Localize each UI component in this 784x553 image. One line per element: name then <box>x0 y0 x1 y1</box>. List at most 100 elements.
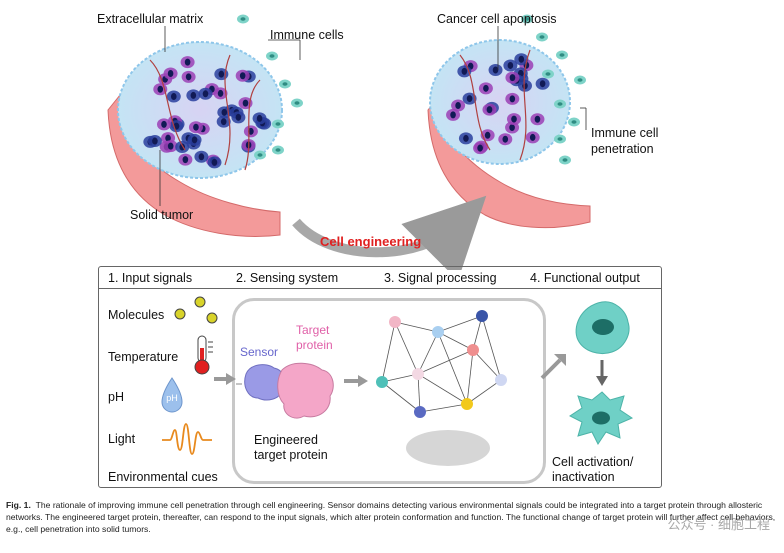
immune-cell-nucleus <box>571 120 577 124</box>
sensing-to-network-arrow <box>344 375 368 387</box>
network-node <box>467 344 479 356</box>
header-sensing-system: 2. Sensing system <box>236 271 339 285</box>
tumor-cell-nucleus <box>477 144 483 152</box>
tumor-cell-nucleus <box>239 72 246 80</box>
immune-cell-nucleus <box>557 137 563 141</box>
tumor-cell-nucleus <box>202 90 209 98</box>
tumor-cell-nucleus <box>492 66 499 74</box>
cell-engineering-label: Cell engineering <box>320 234 422 249</box>
header-signal-processing: 3. Signal processing <box>384 271 497 285</box>
tumor-cell-nucleus <box>511 115 517 123</box>
tumor-cell-nucleus <box>509 124 515 132</box>
immune-cell-nucleus <box>524 17 530 21</box>
target-label-2: protein <box>296 338 333 352</box>
tumor-cell-nucleus <box>185 73 192 81</box>
immune-cells-label: Immune cells <box>270 28 344 42</box>
tumor-cell-nucleus <box>167 142 174 150</box>
ph-icon-text: pH <box>166 393 178 403</box>
input-environmental-cues: Environmental cues <box>108 470 218 484</box>
input-light: Light <box>108 432 136 446</box>
right-solid-tumor <box>427 39 591 229</box>
ph-drop-icon <box>161 377 183 413</box>
tumor-cell-nucleus <box>484 131 491 139</box>
network-node <box>414 406 426 418</box>
tumor-cell-nucleus <box>534 115 541 123</box>
tumor-cell-nucleus <box>256 114 263 122</box>
immune-cell-nucleus <box>240 17 246 21</box>
target-label-1: Target <box>296 323 330 337</box>
immune-cell-nucleus <box>257 153 263 157</box>
extracellular-matrix-label: Extracellular matrix <box>97 12 204 26</box>
tumor-cell-nucleus <box>463 134 469 142</box>
tumor-cell-nucleus <box>235 113 242 121</box>
tumor-cell-nucleus <box>198 153 205 161</box>
tumor-cell-nucleus <box>167 69 174 77</box>
tumor-cell-nucleus <box>152 137 158 145</box>
tumor-cell-nucleus <box>509 95 516 103</box>
left-solid-tumor <box>107 41 283 237</box>
tumor-cell-nucleus <box>217 89 224 97</box>
caption-fig-number: Fig. 1. <box>6 500 31 510</box>
immune-cells <box>237 14 586 165</box>
pipeline-panel <box>98 266 662 488</box>
network-node <box>476 310 488 322</box>
input-temperature: Temperature <box>108 350 179 364</box>
activation-label-1: Cell activation/ <box>552 455 634 469</box>
tumor-cell-nucleus <box>529 133 536 141</box>
tumor-cell-nucleus <box>507 61 514 69</box>
engineered-label-2: target protein <box>254 448 328 462</box>
header-input-signals: 1. Input signals <box>108 271 193 285</box>
tumor-cell-nucleus <box>539 80 546 88</box>
network-node <box>412 368 424 380</box>
immune-cell-nucleus <box>269 54 275 58</box>
network-node <box>432 326 444 338</box>
immune-cell-penetration-label-1: Immune cell <box>591 126 659 140</box>
immune-cell-penetration-label-2: penetration <box>591 142 654 156</box>
thermometer-icon <box>194 335 213 375</box>
tumor-cell-nucleus <box>248 127 254 135</box>
tumor-cell-nucleus <box>170 93 177 101</box>
tumor-cell-nucleus <box>184 58 191 66</box>
tumor-cell-nucleus <box>193 123 199 131</box>
network-node <box>495 374 507 386</box>
immune-cell-nucleus <box>557 102 563 106</box>
immune-cell-nucleus <box>294 101 300 105</box>
tumor-cell-nucleus <box>483 84 489 92</box>
immune-cell-nucleus <box>562 158 568 162</box>
immune-cell-nucleus <box>545 72 551 76</box>
immune-cell-nucleus <box>577 78 583 82</box>
cancer-cell-apoptosis-label: Cancer cell apoptosis <box>437 12 557 26</box>
tumor-cell-nucleus <box>455 101 461 109</box>
input-arrow-icon <box>214 373 236 385</box>
network-to-output-arrow <box>540 354 566 380</box>
tumor-cell-nucleus <box>242 99 249 107</box>
figure-caption: Fig. 1. The rationale of improving immun… <box>6 499 776 535</box>
tumor-cell-nucleus <box>461 67 468 75</box>
sensor-label: Sensor <box>240 345 279 359</box>
header-functional-output: 4. Functional output <box>530 271 640 285</box>
input-icons <box>161 296 218 455</box>
network-node <box>389 316 401 328</box>
signal-network <box>376 310 507 466</box>
activated-immune-cell <box>569 391 634 445</box>
tumor-cell-nucleus <box>221 108 228 116</box>
molecules-icon <box>174 296 218 324</box>
tumor-cell-nucleus <box>182 156 189 164</box>
tumor-cell-nucleus <box>466 95 473 103</box>
tumor-cell-nucleus <box>509 74 516 82</box>
engineered-protein-graphic <box>236 362 334 419</box>
tumor-cell-nucleus <box>518 55 525 63</box>
target-protein-domain <box>277 362 334 419</box>
solid-tumor-label: Solid tumor <box>130 208 194 222</box>
immune-cell-nucleus <box>559 53 565 57</box>
input-ph: pH <box>108 390 124 404</box>
tumor-cell-nucleus <box>218 70 225 78</box>
tumor-cell-nucleus <box>486 106 493 114</box>
activation-label-2: inactivation <box>552 470 615 484</box>
immune-cell-nucleus <box>282 82 288 86</box>
tumor-cell-nucleus <box>502 135 509 143</box>
immune-cell-nucleus <box>539 35 545 39</box>
caption-text: The rationale of improving immune cell p… <box>6 500 776 534</box>
engineered-label-1: Engineered <box>254 433 318 447</box>
tumor-cell-nucleus <box>191 136 198 144</box>
